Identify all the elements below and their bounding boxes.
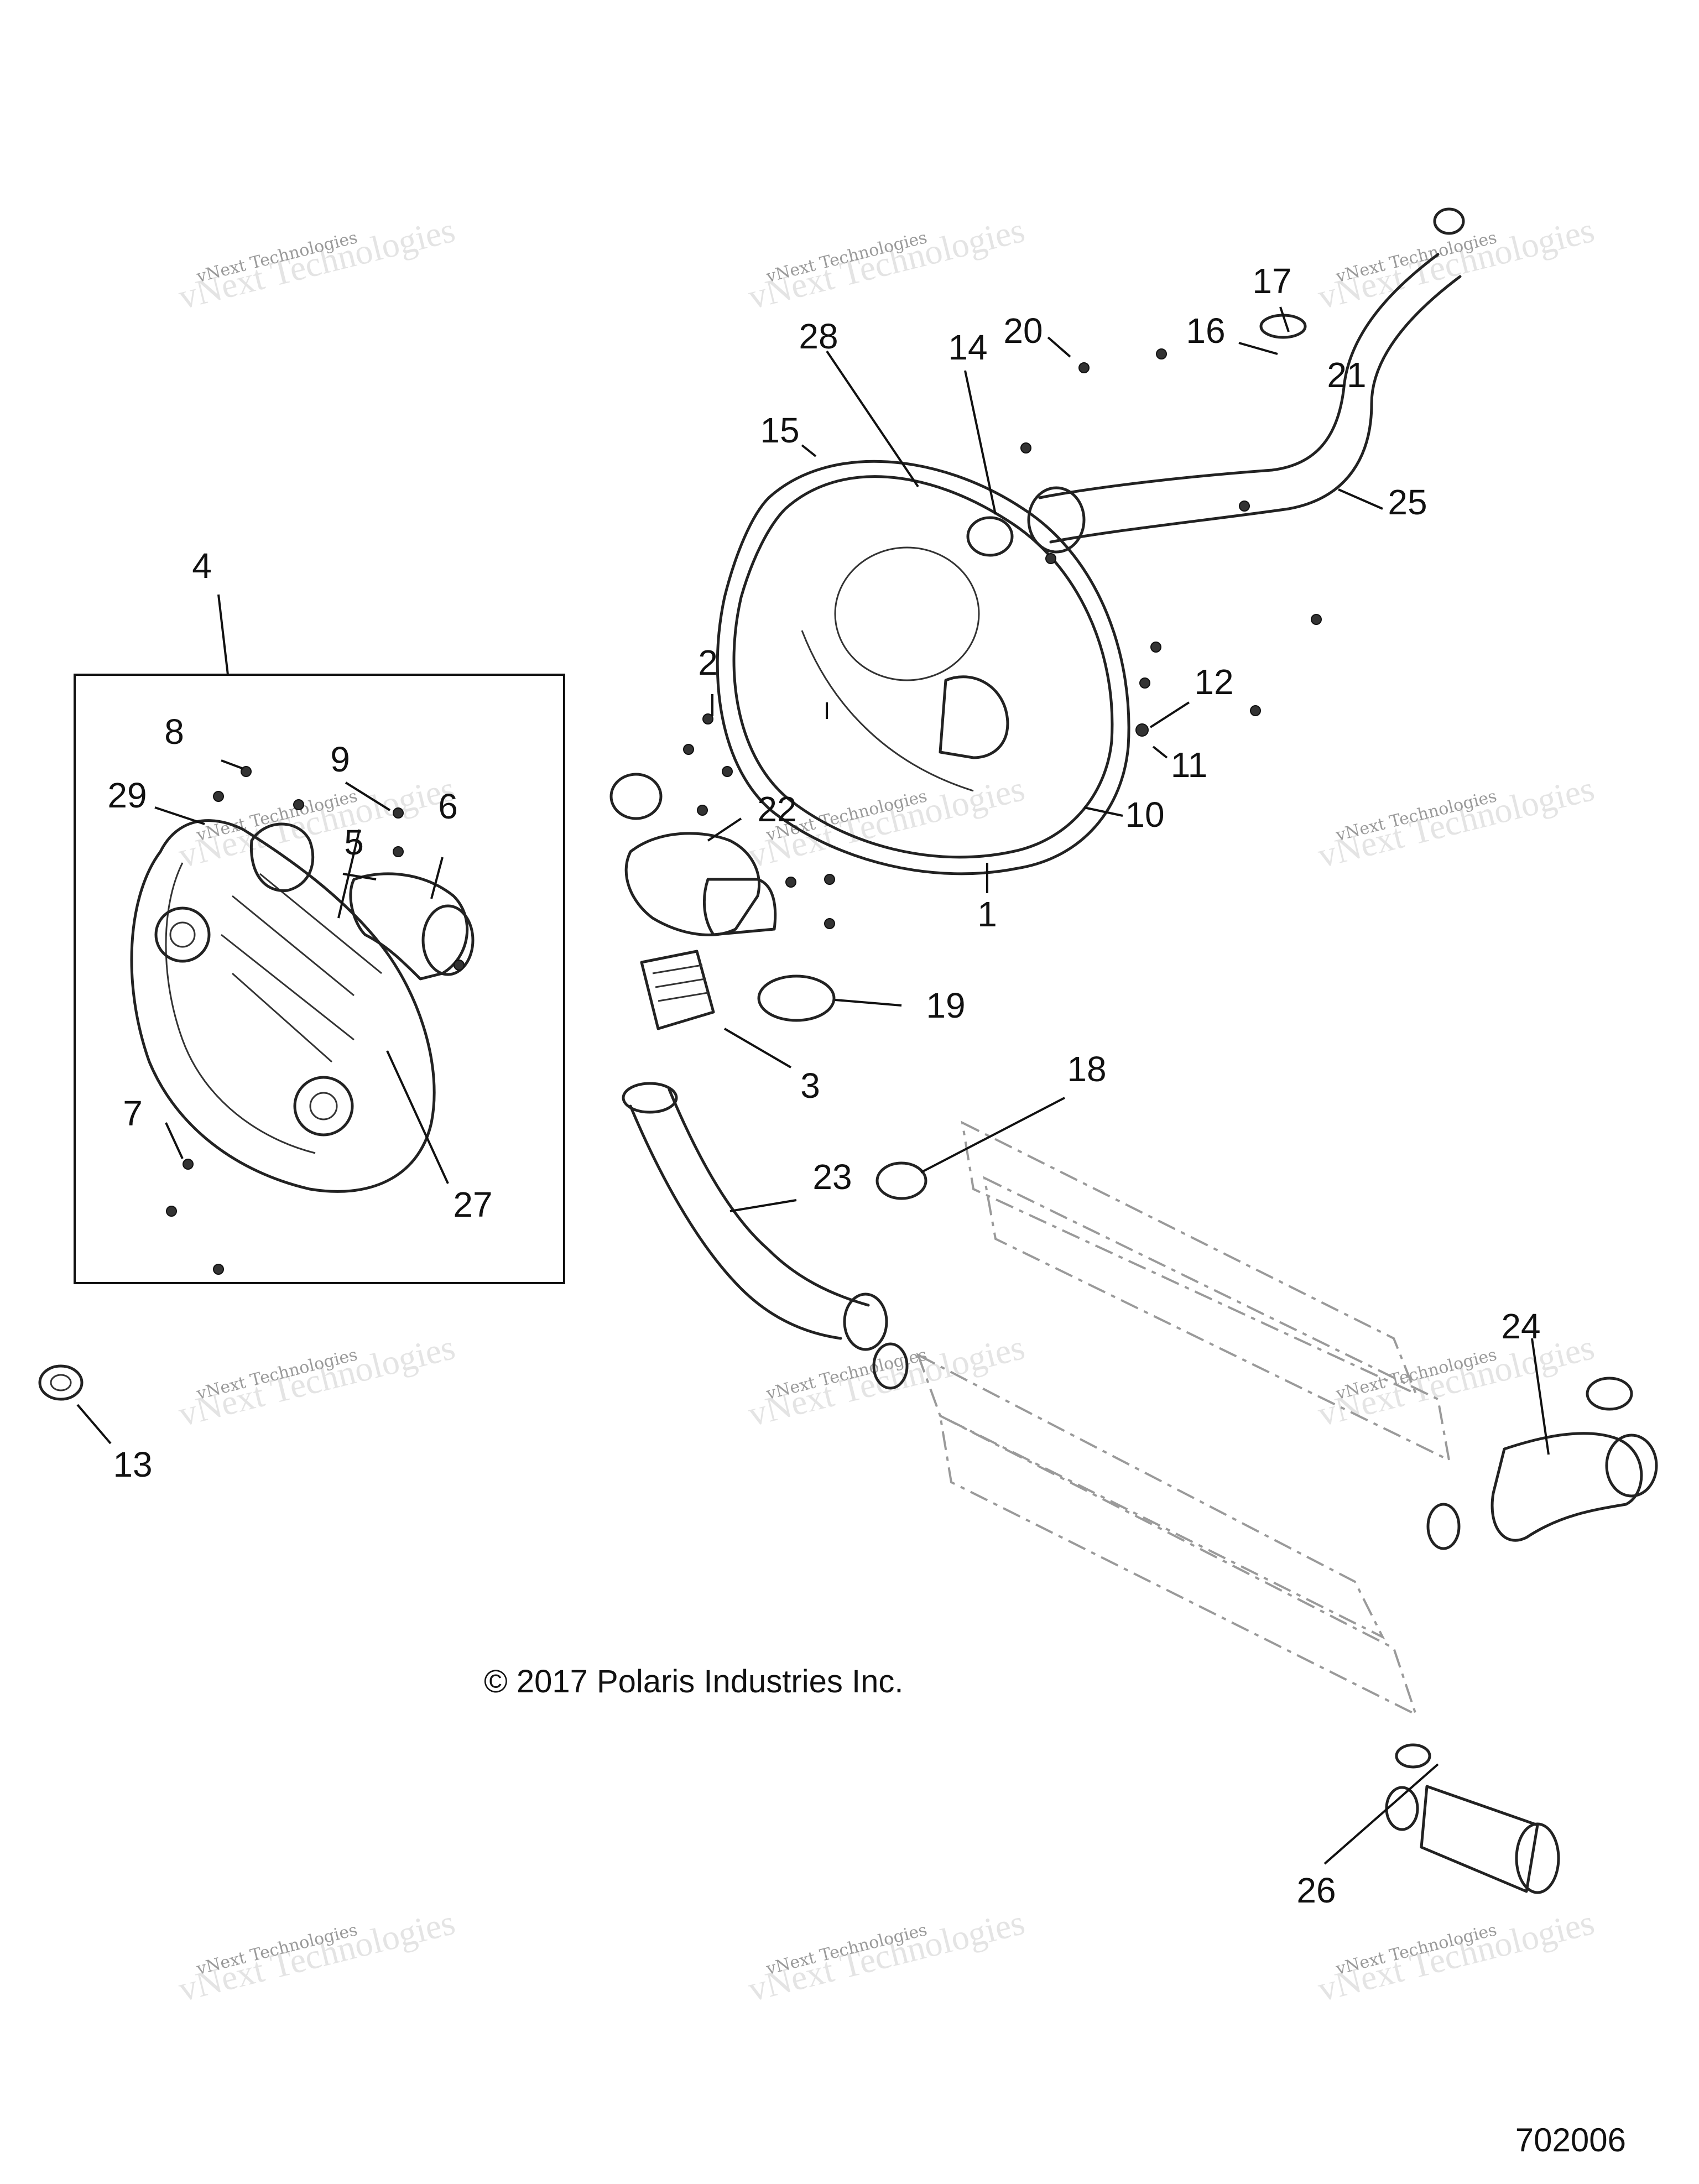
- callout-28: 28: [799, 316, 838, 356]
- callout-23: 23: [812, 1157, 852, 1197]
- watermark: vNext Technologies vNext Technologies: [1314, 1327, 1598, 1434]
- callout-29: 29: [107, 775, 147, 815]
- leader-lines: [76, 306, 1550, 1865]
- callout-21: 21: [1327, 355, 1366, 395]
- inlet-hose-illustration: [622, 1082, 927, 1390]
- callout-9: 9: [330, 739, 350, 779]
- callout-8: 8: [164, 712, 184, 752]
- watermark: vNext Technologies vNext Technologies: [744, 1902, 1029, 2009]
- callout-16: 16: [1186, 311, 1225, 351]
- callout-6: 6: [438, 786, 458, 826]
- inner-clutch-cover-illustration: [130, 819, 475, 1193]
- watermark: vNext Technologies vNext Technologies: [175, 1902, 459, 2009]
- callout-11: 11: [1171, 745, 1207, 785]
- fasteners: [166, 348, 1322, 1275]
- intake-duct-illustration: [609, 773, 836, 1030]
- frame-ghost-outline: [916, 1120, 1451, 1717]
- watermark: vNext Technologies vNext Technologies: [175, 1327, 459, 1434]
- watermarks: vNext Technologies vNext Technologies vN…: [175, 210, 1598, 2009]
- callout-18: 18: [1067, 1049, 1106, 1089]
- callout-10: 10: [1125, 795, 1164, 835]
- callout-24: 24: [1501, 1306, 1540, 1346]
- callout-17: 17: [1252, 261, 1291, 301]
- diagram-id: 702006: [1515, 2122, 1626, 2159]
- copyright-text: © 2017 Polaris Industries Inc.: [484, 1664, 903, 1700]
- callout-5: 5: [344, 822, 364, 862]
- callout-27: 27: [453, 1185, 492, 1224]
- callout-22: 22: [757, 789, 796, 829]
- callout-14: 14: [948, 327, 987, 367]
- watermark: vNext Technologies vNext Technologies: [744, 1327, 1029, 1434]
- leader-4: [217, 594, 229, 675]
- callout-15: 15: [760, 410, 799, 450]
- callout-26: 26: [1296, 1870, 1336, 1910]
- watermark: vNext Technologies vNext Technologies: [744, 210, 1029, 317]
- washer-13-illustration: [38, 1364, 84, 1401]
- callout-2: 2: [698, 643, 718, 682]
- watermark: vNext Technologies vNext Technologies: [175, 769, 459, 875]
- outlet-hose-illustration: [966, 207, 1465, 557]
- bellows-hose-26-illustration: [1385, 1743, 1560, 1894]
- watermark: vNext Technologies vNext Technologies: [1314, 210, 1598, 317]
- callout-4: 4: [192, 546, 212, 586]
- watermark: vNext Technologies vNext Technologies: [1314, 769, 1598, 875]
- callout-20: 20: [1003, 311, 1043, 351]
- callout-25: 25: [1388, 482, 1427, 522]
- callout-labels: 1 2 3 4 5 6 7 8 9 10 11 12 13 14 15 16 1…: [107, 261, 1540, 1910]
- callout-13: 13: [113, 1445, 152, 1484]
- kit-frame: [74, 674, 565, 1284]
- watermark: vNext Technologies vNext Technologies: [175, 210, 459, 317]
- callout-7: 7: [123, 1093, 143, 1133]
- callout-3: 3: [800, 1066, 820, 1106]
- watermark: vNext Technologies vNext Technologies: [1314, 1902, 1598, 2009]
- callout-19: 19: [926, 986, 965, 1025]
- callout-12: 12: [1194, 662, 1233, 702]
- bellows-hose-24-illustration: [1426, 1377, 1658, 1550]
- callout-1: 1: [977, 894, 997, 934]
